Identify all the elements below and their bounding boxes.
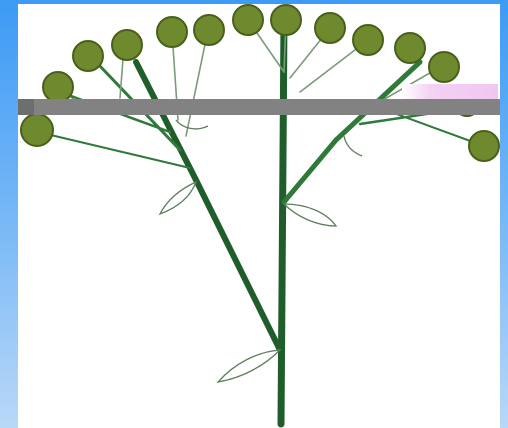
gray-divider-bar — [18, 99, 500, 115]
leaf-icon — [344, 136, 362, 156]
flower-head-icon — [429, 52, 459, 82]
gray-bar-end — [18, 99, 34, 115]
flower-head-icon — [469, 131, 499, 161]
flower-head-icon — [112, 30, 142, 60]
pedicel — [186, 30, 208, 136]
flower-head-icon — [194, 15, 224, 45]
flower-head-icon — [157, 17, 187, 47]
flower-head-icon — [271, 5, 301, 35]
flower-head-icon — [233, 5, 263, 35]
right-stem — [284, 62, 420, 202]
flower-head-icon — [21, 114, 53, 146]
flower-head-icon — [73, 41, 103, 71]
flower-head-icon — [43, 72, 73, 102]
leaf-icon — [284, 204, 336, 226]
main-stem — [281, 20, 284, 424]
flower-head-icon — [395, 33, 425, 63]
flower-heads — [21, 5, 499, 161]
leaf-icon — [218, 350, 280, 382]
leaf-icon — [176, 120, 208, 129]
leaf-icon — [160, 182, 196, 214]
flower-head-icon — [315, 13, 345, 43]
leaves — [66, 92, 362, 382]
flower-head-icon — [353, 25, 383, 55]
